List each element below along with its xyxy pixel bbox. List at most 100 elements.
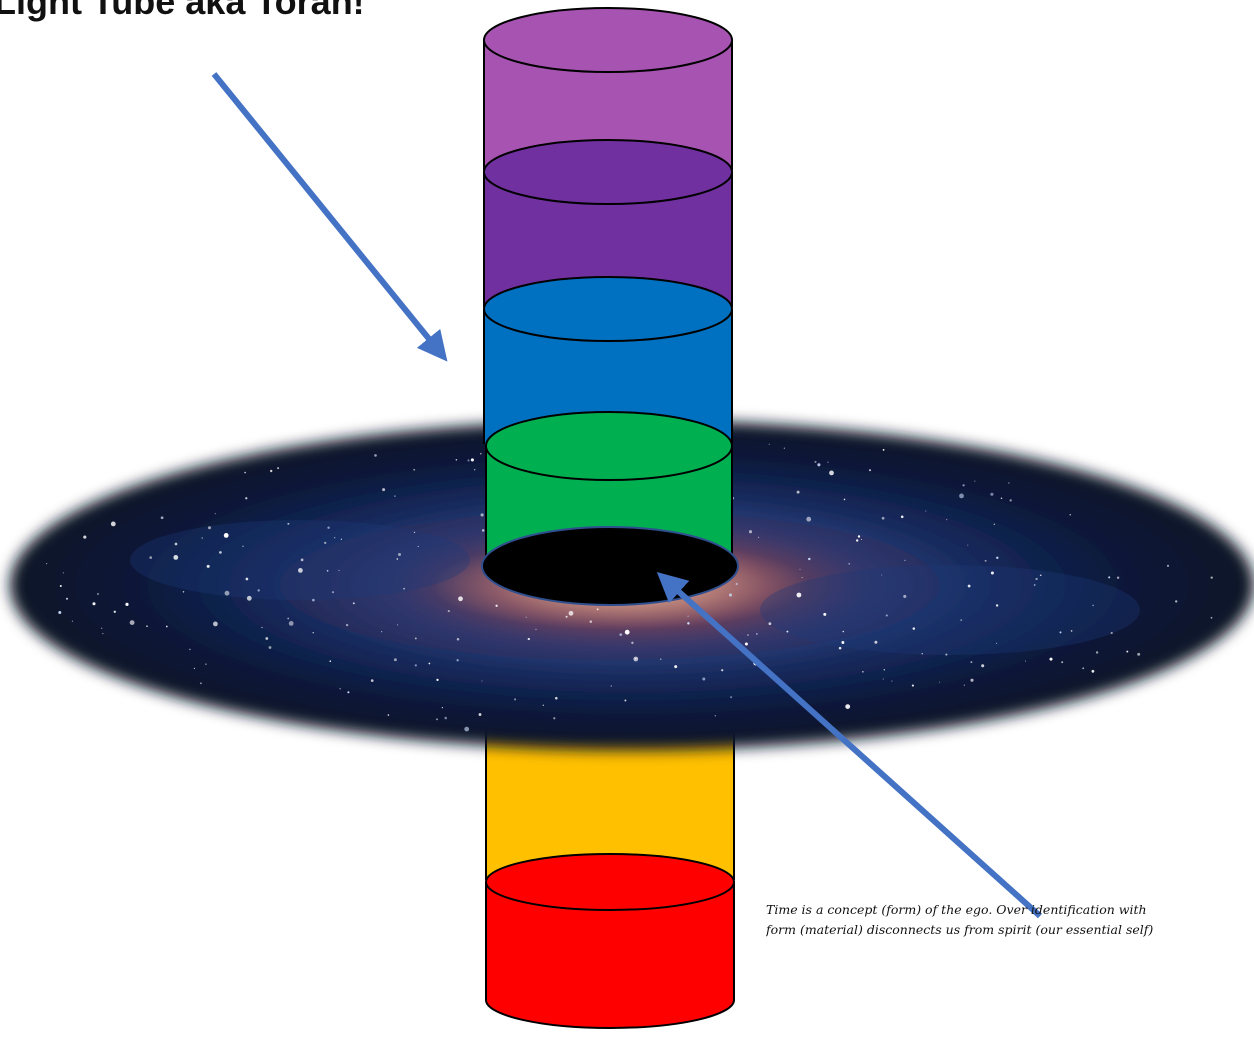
star [458,596,463,602]
star [748,530,753,534]
star [467,459,470,462]
star [1039,574,1042,577]
star [370,679,374,682]
star [113,610,116,613]
star [747,634,749,636]
star [882,449,885,451]
star [903,594,907,598]
star [257,589,260,592]
star [102,633,104,635]
star [817,463,821,467]
star [287,617,290,620]
star [735,582,738,586]
star [882,678,884,680]
star [1116,576,1120,579]
star [841,641,845,644]
star [730,696,733,699]
star [796,490,800,494]
arrow-to-black-hole [656,571,1043,919]
star [244,471,246,474]
star [848,563,850,565]
star [984,559,987,562]
star [542,704,544,706]
star [470,458,474,462]
star [619,633,623,636]
star [565,615,568,618]
star [838,646,842,650]
star [393,658,397,662]
star [553,717,556,720]
star [428,662,431,665]
star [110,521,116,527]
star [660,658,662,660]
star [883,669,886,671]
star [413,468,416,471]
star [65,597,69,600]
star [329,660,332,662]
star [744,642,748,646]
star [339,688,341,690]
star [71,620,73,622]
star [352,602,355,605]
star [205,663,207,665]
star [960,619,963,621]
star [912,627,916,630]
star [996,556,999,559]
star [1137,652,1141,656]
star [990,571,994,575]
star [925,510,927,512]
star [568,610,574,616]
star [783,447,785,449]
star [214,513,216,515]
star [993,523,995,525]
star [904,559,906,562]
star [58,610,62,615]
tube-lower [485,730,735,1029]
star [687,622,690,625]
star [714,715,717,717]
star [447,610,450,613]
star [312,632,314,634]
star [160,516,164,520]
star [261,626,263,629]
star [345,623,349,627]
star [287,522,290,525]
star [634,657,637,660]
star [480,452,482,455]
arrow-to-tube [211,72,448,362]
star [881,574,883,576]
star [481,529,485,532]
star [843,498,846,501]
star [885,614,888,617]
star [814,460,817,463]
star [455,459,458,461]
star [441,706,444,709]
star [340,538,342,540]
star [527,637,530,641]
star [189,648,191,651]
star [334,537,336,539]
star [1033,584,1036,586]
star [347,691,350,694]
star [193,667,196,670]
star [1126,650,1129,653]
star [829,470,834,476]
star [514,698,517,701]
star [382,488,386,492]
star [801,577,803,579]
star [413,531,416,534]
diagram-title: Light Tube aka Torah! [0,0,365,22]
star [288,621,294,626]
star [101,627,103,629]
star [1166,564,1170,567]
star [939,681,941,683]
star [207,526,212,530]
caption-text: Time is a concept (form) of the ego. Ove… [766,900,1254,940]
star [213,621,218,627]
star [45,562,48,565]
star [1049,657,1053,661]
star [201,537,203,539]
star [911,684,914,687]
star [687,615,689,617]
